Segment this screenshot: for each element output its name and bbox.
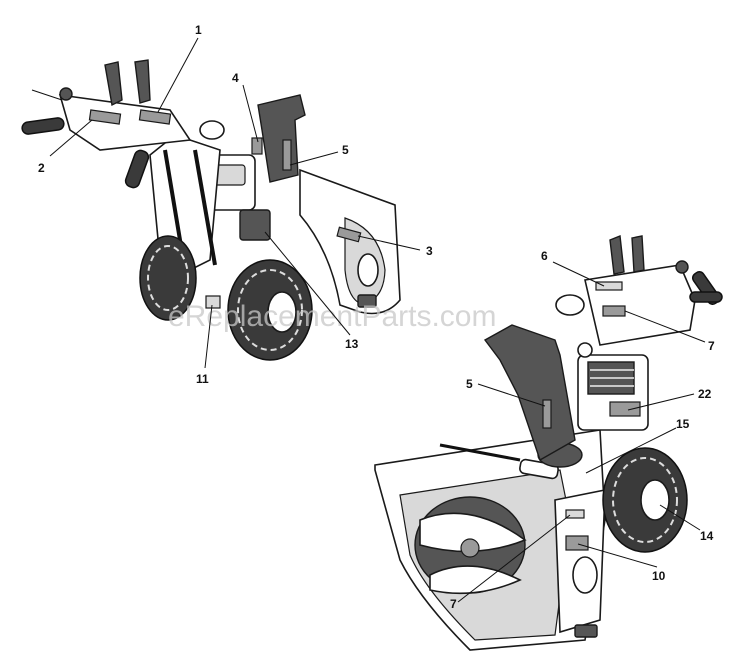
callout-13: 13 (345, 337, 359, 351)
snowblower-rear-view (21, 59, 401, 361)
callout-7-lower: 7 (450, 597, 457, 611)
callout-6: 6 (541, 249, 548, 263)
snowblower-front-view (374, 235, 723, 651)
callout-5-right: 5 (466, 377, 473, 391)
callout-7-upper: 7 (708, 339, 715, 353)
callout-22: 22 (698, 387, 712, 401)
callout-3: 3 (426, 244, 433, 258)
callout-5-left: 5 (342, 143, 349, 157)
callout-2: 2 (38, 161, 45, 175)
leader-lines (49, 37, 706, 603)
callout-1: 1 (195, 23, 202, 37)
callout-15: 15 (676, 417, 690, 431)
watermark: eReplacementParts.com (168, 300, 496, 333)
callout-labels: 1 2 3 4 5 13 11 6 7 5 22 15 14 10 7 (38, 23, 715, 611)
callout-10: 10 (652, 569, 666, 583)
callout-14: 14 (700, 529, 714, 543)
callout-11: 11 (196, 372, 209, 386)
callout-4: 4 (232, 71, 239, 85)
